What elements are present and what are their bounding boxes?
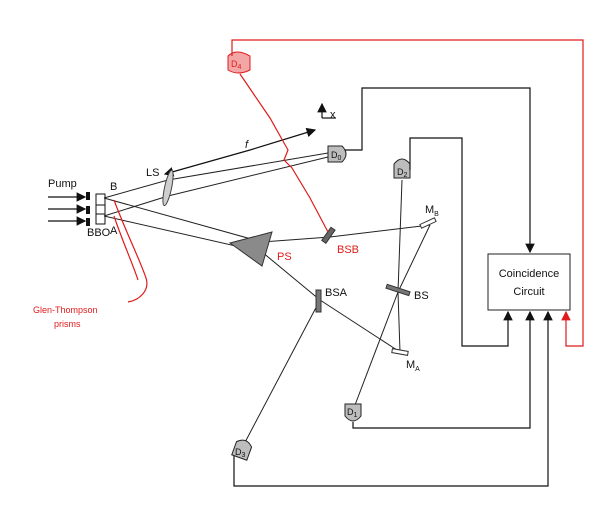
x-scan-arrows <box>317 102 336 119</box>
focal-arrow-left <box>163 149 251 177</box>
point-a-label: A <box>110 225 118 237</box>
pump-label: Pump <box>48 178 77 190</box>
bbo-crystal <box>86 192 106 226</box>
wire-d4 <box>231 39 584 347</box>
wire-d1 <box>352 310 535 429</box>
svg-text:D3: D3 <box>235 447 246 459</box>
glen-thompson-label-line2: prisms <box>54 319 81 329</box>
coincidence-label-line2: Circuit <box>513 286 544 298</box>
x-axis-label: x <box>330 109 336 121</box>
beam-splitter-bsb <box>321 226 336 244</box>
detector-d2: D2 <box>393 158 411 179</box>
detector-d4: D4 <box>227 51 251 74</box>
optical-beams <box>103 152 431 449</box>
mirror-ma <box>391 348 409 356</box>
point-b-label: B <box>110 181 117 193</box>
prism-ps <box>228 231 273 267</box>
coincidence-label-line1: Coincidence <box>499 268 560 280</box>
wire-d2 <box>409 137 513 347</box>
focal-length-label: f <box>245 139 249 151</box>
glen-thompson-label-line1: Glen-Thompson <box>33 305 98 315</box>
lens-ls-label: LS <box>146 167 159 179</box>
pump-arrows <box>48 192 87 226</box>
mirror-mb <box>419 217 437 229</box>
glen-pointer-1 <box>113 199 148 303</box>
svg-text:D2: D2 <box>397 167 408 179</box>
detector-d1: D1 <box>344 403 362 422</box>
lens-ls <box>162 169 174 207</box>
svg-text:D0: D0 <box>331 150 342 162</box>
bsb-label: BSB <box>337 244 359 256</box>
svg-text:D1: D1 <box>347 407 358 419</box>
bsa-label: BSA <box>325 287 348 299</box>
mirror-ma-label: MA <box>406 359 420 373</box>
beam-splitter-bsa <box>315 289 322 313</box>
wire-d3 <box>233 310 553 487</box>
prism-ps-label: PS <box>277 251 292 263</box>
detector-d3: D3 <box>231 439 253 461</box>
coincidence-circuit-box <box>487 253 571 311</box>
glen-pointer-2 <box>113 215 139 281</box>
wire-d0 <box>345 87 535 254</box>
bs-label: BS <box>414 290 429 302</box>
d4-beam-path <box>239 73 329 233</box>
mirror-mb-label: MB <box>425 204 439 218</box>
beam-splitter-bs <box>385 283 411 297</box>
svg-text:D4: D4 <box>231 59 242 71</box>
detector-d0: D0 <box>327 145 347 163</box>
bbo-label: BBO <box>87 227 111 239</box>
